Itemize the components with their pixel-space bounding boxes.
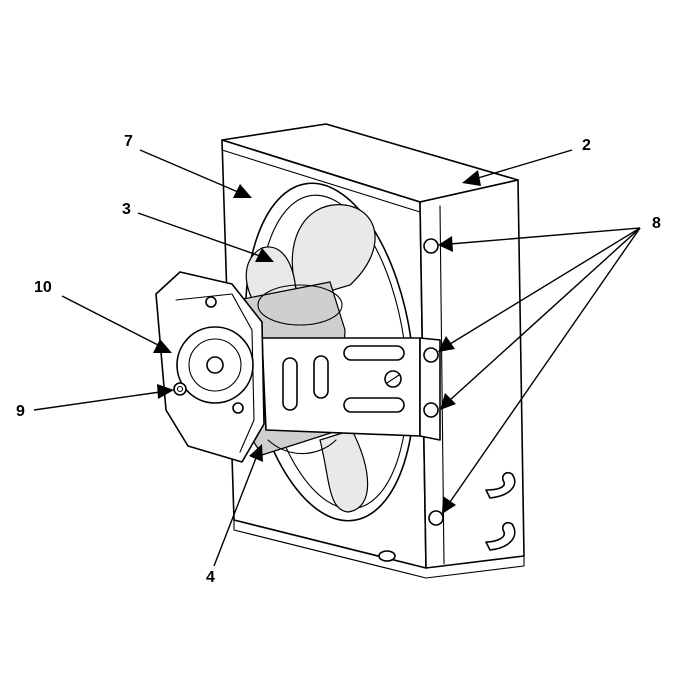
callout-8: 8 <box>652 215 661 232</box>
leader-8-d <box>449 227 641 503</box>
housing-bottom-lip <box>233 519 525 579</box>
arrowhead-8-c <box>440 393 456 410</box>
arrowhead-3 <box>255 248 274 262</box>
leader-9 <box>33 391 161 411</box>
leader-2 <box>477 149 573 179</box>
motor-bracket <box>261 337 441 441</box>
mounting-plate <box>155 271 265 463</box>
leader-4 <box>213 457 257 567</box>
motor-end-ring <box>257 284 343 326</box>
callout-9: 9 <box>16 403 25 420</box>
hub-middle-ring <box>188 338 242 392</box>
plate-bolt-bottom <box>232 402 244 414</box>
housing-top-lip <box>221 139 421 213</box>
hub-center <box>206 356 224 374</box>
leader-7 <box>139 149 239 193</box>
mounting-plate-edge <box>175 293 255 453</box>
callout-10: 10 <box>34 279 52 296</box>
side-bolt-2 <box>423 347 439 363</box>
bracket-screw-slot <box>386 374 400 384</box>
tube-bend-upper <box>485 471 516 499</box>
side-bolt-1 <box>423 238 439 254</box>
callout-labels: 7 2 3 8 10 9 4 <box>16 133 661 586</box>
fan-blade-upper <box>291 204 376 301</box>
bracket-slot-top <box>343 345 405 361</box>
arrowhead-8-d <box>442 496 456 514</box>
arrowhead-2 <box>462 170 481 186</box>
leader-10 <box>61 295 161 347</box>
callout-7: 7 <box>124 133 133 150</box>
nut-inner <box>176 385 184 393</box>
fan-blade-lower <box>319 429 369 513</box>
leader-8-c <box>449 227 641 401</box>
bracket-slot-bottom <box>343 397 405 413</box>
bracket-slot-left <box>282 357 298 411</box>
bottom-bolt <box>378 550 396 562</box>
leader-8-b <box>449 227 641 345</box>
leader-8-a <box>449 227 641 245</box>
arrowhead-7 <box>233 184 252 198</box>
motor-lower-housing <box>267 439 337 455</box>
side-bolts <box>378 238 444 562</box>
leaders <box>33 149 641 567</box>
bracket-slot-middle <box>313 355 329 399</box>
nut <box>173 382 187 396</box>
nut-outer <box>173 382 187 396</box>
arrowhead-8-a <box>438 236 453 252</box>
tube-bends <box>485 471 516 551</box>
side-bolt-3 <box>423 402 439 418</box>
arrowhead-10 <box>153 339 172 353</box>
plate-bolt-top <box>205 296 217 308</box>
callout-4: 4 <box>206 569 215 586</box>
arrowhead-4 <box>249 444 263 462</box>
leader-3 <box>137 212 261 257</box>
arrowhead-9 <box>157 384 174 399</box>
callout-3: 3 <box>122 201 131 218</box>
callout-2: 2 <box>582 137 591 154</box>
side-bolt-4 <box>428 510 444 526</box>
tube-bend-lower <box>485 521 516 551</box>
arrowhead-8-b <box>438 336 455 352</box>
